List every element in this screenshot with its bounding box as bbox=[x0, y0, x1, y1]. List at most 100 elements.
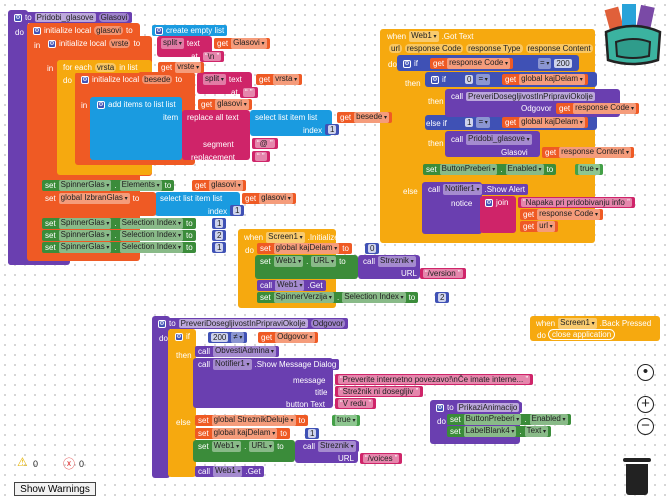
dropdown-field[interactable]: Web1 bbox=[211, 441, 242, 452]
dropdown-field[interactable]: Selection Index bbox=[342, 292, 406, 303]
number-literal[interactable]: 1 bbox=[215, 243, 224, 252]
dropdown-field[interactable]: ButtonPreberi bbox=[463, 414, 522, 425]
dropdown-field[interactable]: LabelBlank4 bbox=[463, 426, 517, 437]
text-block[interactable] bbox=[252, 151, 270, 162]
variable-name-field[interactable]: response Content bbox=[525, 44, 593, 53]
dropdown-field[interactable]: Notifier1 bbox=[213, 359, 252, 370]
dropdown-field[interactable]: Notifier1 bbox=[443, 184, 482, 195]
number-literal[interactable]: 1 bbox=[215, 219, 224, 228]
dropdown-field[interactable]: url bbox=[537, 221, 555, 232]
dropdown-field[interactable]: true bbox=[335, 415, 358, 426]
variable-name-field[interactable]: response Code bbox=[404, 44, 464, 53]
dropdown-field[interactable]: global StreznikDeluje bbox=[211, 415, 296, 426]
dropdown-field[interactable]: ButtonPreberi bbox=[439, 164, 498, 175]
dropdown-field[interactable]: Selection Index bbox=[119, 242, 184, 253]
backpack-icon[interactable] bbox=[600, 2, 666, 70]
math-block[interactable]: ⚙if bbox=[400, 58, 421, 69]
dropdown-field[interactable]: Screen1 bbox=[266, 232, 305, 243]
string-literal[interactable] bbox=[255, 152, 267, 161]
text-block[interactable]: ⚙join bbox=[482, 197, 512, 208]
list-block[interactable]: select list item list bbox=[252, 112, 321, 123]
list-block[interactable]: select list item list bbox=[157, 193, 226, 204]
text-block[interactable]: splittext bbox=[200, 74, 245, 85]
dropdown-field[interactable]: = bbox=[476, 117, 490, 128]
text-block[interactable]: Napaka pri pridobivanju info bbox=[518, 197, 635, 208]
math-block[interactable]: 1 bbox=[212, 242, 227, 253]
text-block[interactable]: /version bbox=[420, 268, 466, 279]
gear-mutator-icon[interactable]: ⚙ bbox=[48, 39, 56, 48]
dropdown-field[interactable]: split bbox=[203, 74, 226, 85]
dropdown-field[interactable]: global kajDelam bbox=[211, 428, 278, 439]
dropdown-field[interactable]: glasovi bbox=[209, 180, 243, 191]
text-block[interactable]: /voices bbox=[360, 453, 403, 464]
dropdown-field[interactable]: global kajDelam bbox=[519, 117, 585, 128]
dropdown-field[interactable]: vrste bbox=[175, 62, 202, 73]
math-block[interactable]: =200 bbox=[535, 58, 575, 69]
dropdown-field[interactable]: true bbox=[578, 164, 601, 175]
zoom-out-minus-icon[interactable]: − bbox=[637, 418, 654, 435]
dropdown-field[interactable]: Web1 bbox=[273, 256, 304, 267]
string-literal[interactable]: \n bbox=[203, 52, 222, 61]
math-block[interactable]: 200≠ bbox=[208, 332, 248, 343]
dropdown-field[interactable]: ≠ bbox=[231, 332, 245, 343]
string-literal[interactable]: Napaka pri pridobivanju info bbox=[521, 198, 632, 207]
dropdown-field[interactable]: Enabled bbox=[529, 414, 568, 425]
variable-name-field[interactable]: Glasovi bbox=[98, 13, 130, 22]
dropdown-field[interactable]: Web1 bbox=[213, 466, 243, 477]
math-block[interactable]: 1 bbox=[212, 218, 227, 229]
dropdown-field[interactable]: URL bbox=[249, 441, 275, 452]
procedure-block-body[interactable] bbox=[8, 257, 70, 265]
list-block[interactable]: ⚙add items to list list bbox=[94, 99, 179, 110]
string-literal[interactable]: @ bbox=[255, 139, 275, 148]
math-block[interactable]: 1= bbox=[462, 117, 493, 128]
gear-mutator-icon[interactable]: ⚙ bbox=[431, 75, 439, 84]
dropdown-field[interactable]: Web1 bbox=[409, 31, 439, 42]
dropdown-field[interactable]: SpinnerGlas bbox=[58, 180, 112, 191]
gear-mutator-icon[interactable]: ⚙ bbox=[485, 198, 493, 207]
gear-mutator-icon[interactable]: ⚙ bbox=[81, 75, 89, 84]
gear-mutator-icon[interactable]: ⚙ bbox=[158, 319, 166, 328]
dropdown-field[interactable]: Text bbox=[524, 426, 548, 437]
gear-mutator-icon[interactable]: ⚙ bbox=[14, 13, 22, 22]
procedure-name-field[interactable]: PrikaziAnimacijo bbox=[456, 403, 520, 412]
dropdown-field[interactable]: SpinnerGlas bbox=[58, 218, 112, 229]
control-block[interactable]: close application bbox=[548, 329, 616, 340]
variable-name-field[interactable]: response Type bbox=[466, 44, 523, 53]
dropdown-field[interactable]: response Code bbox=[537, 209, 601, 220]
string-literal[interactable]: /voices bbox=[363, 454, 400, 463]
dropdown-field[interactable]: response Code bbox=[573, 103, 637, 114]
math-block[interactable]: ⚙if bbox=[428, 74, 449, 85]
dropdown-field[interactable]: Streznik bbox=[318, 441, 356, 452]
gear-mutator-icon[interactable]: ⚙ bbox=[97, 100, 105, 109]
dropdown-field[interactable]: SpinnerGlas bbox=[58, 242, 112, 253]
number-literal[interactable]: 1 bbox=[328, 125, 337, 134]
text-block[interactable]: @ bbox=[252, 138, 278, 149]
dropdown-field[interactable]: = bbox=[476, 74, 490, 85]
dropdown-field[interactable]: Pridobi_glasove bbox=[466, 134, 532, 145]
gear-mutator-icon[interactable]: ⚙ bbox=[403, 59, 411, 68]
variable-name-field[interactable]: Odgovor bbox=[310, 319, 346, 328]
